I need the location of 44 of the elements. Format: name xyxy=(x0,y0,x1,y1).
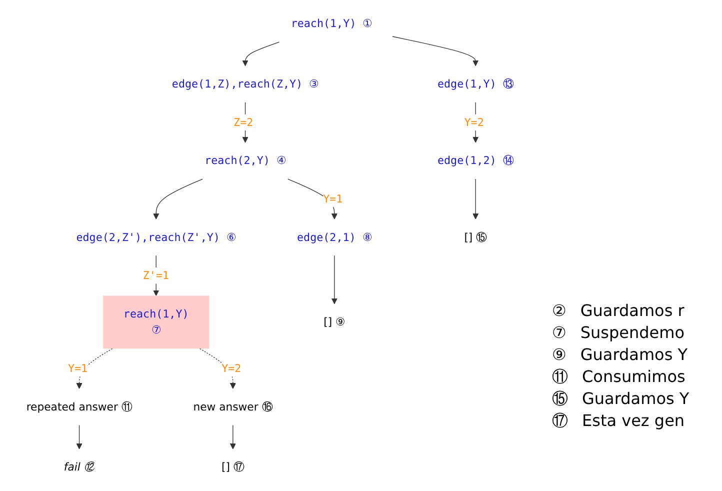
edge-label: Z'=1 xyxy=(142,268,170,282)
node-text: repeated answer ⑪ xyxy=(26,400,132,414)
edge-label: Z=2 xyxy=(234,116,254,129)
node-text: edge(1,Y) ⑬ xyxy=(437,77,514,90)
node-text: [] ⑰ xyxy=(222,460,244,474)
arrow xyxy=(153,178,203,220)
circled-number: ⑦ xyxy=(552,323,566,342)
arrow xyxy=(242,42,280,66)
note-text: Guardamos Y xyxy=(582,389,690,408)
note-text: Suspendemo xyxy=(580,323,684,342)
node-text: reach(1,Y) ① xyxy=(290,16,372,30)
arrow xyxy=(76,424,82,450)
edge-label: Y=2 xyxy=(222,362,242,375)
circled-number: ⑰ xyxy=(552,411,568,430)
arrow xyxy=(288,178,338,220)
arrow xyxy=(242,102,248,143)
circled-number: ⑨ xyxy=(552,345,566,364)
arrow xyxy=(472,178,479,220)
edge-label: Y=2 xyxy=(464,116,484,129)
node-text: edge(2,1) ⑧ xyxy=(297,230,372,244)
node-text: fail ⑫ xyxy=(64,460,95,474)
arrow xyxy=(76,348,113,389)
node-text: edge(2,Z'),reach(Z',Y) ⑥ xyxy=(76,230,236,244)
node-text: reach(2,Y) ④ xyxy=(204,154,286,167)
note-text: Guardamos Y xyxy=(580,345,688,364)
note-text: Consumimos xyxy=(582,367,686,386)
node-box: reach(1,Y) ⑦ xyxy=(103,296,210,349)
arrow xyxy=(230,424,236,450)
arrow xyxy=(472,102,479,143)
circled-number: ② xyxy=(552,301,566,320)
edge-label: Y=1 xyxy=(323,192,343,206)
node-text: new answer ⑯ xyxy=(193,400,273,414)
node-text: edge(1,2) ⑭ xyxy=(437,154,514,167)
node-text: [] ⑨ xyxy=(324,315,346,328)
edge-label: Y=1 xyxy=(68,362,88,375)
arrow xyxy=(200,348,236,389)
arrow xyxy=(331,255,338,304)
node-text: edge(1,Z),reach(Z,Y) ③ xyxy=(172,77,319,90)
note-text: Guardamos r xyxy=(580,301,684,320)
node-text: [] ⑮ xyxy=(464,230,487,244)
circled-number: ⑪ xyxy=(552,367,568,386)
circled-number: ⑮ xyxy=(552,389,568,408)
arrow xyxy=(392,36,479,66)
note-text: Esta vez gen xyxy=(582,411,685,430)
